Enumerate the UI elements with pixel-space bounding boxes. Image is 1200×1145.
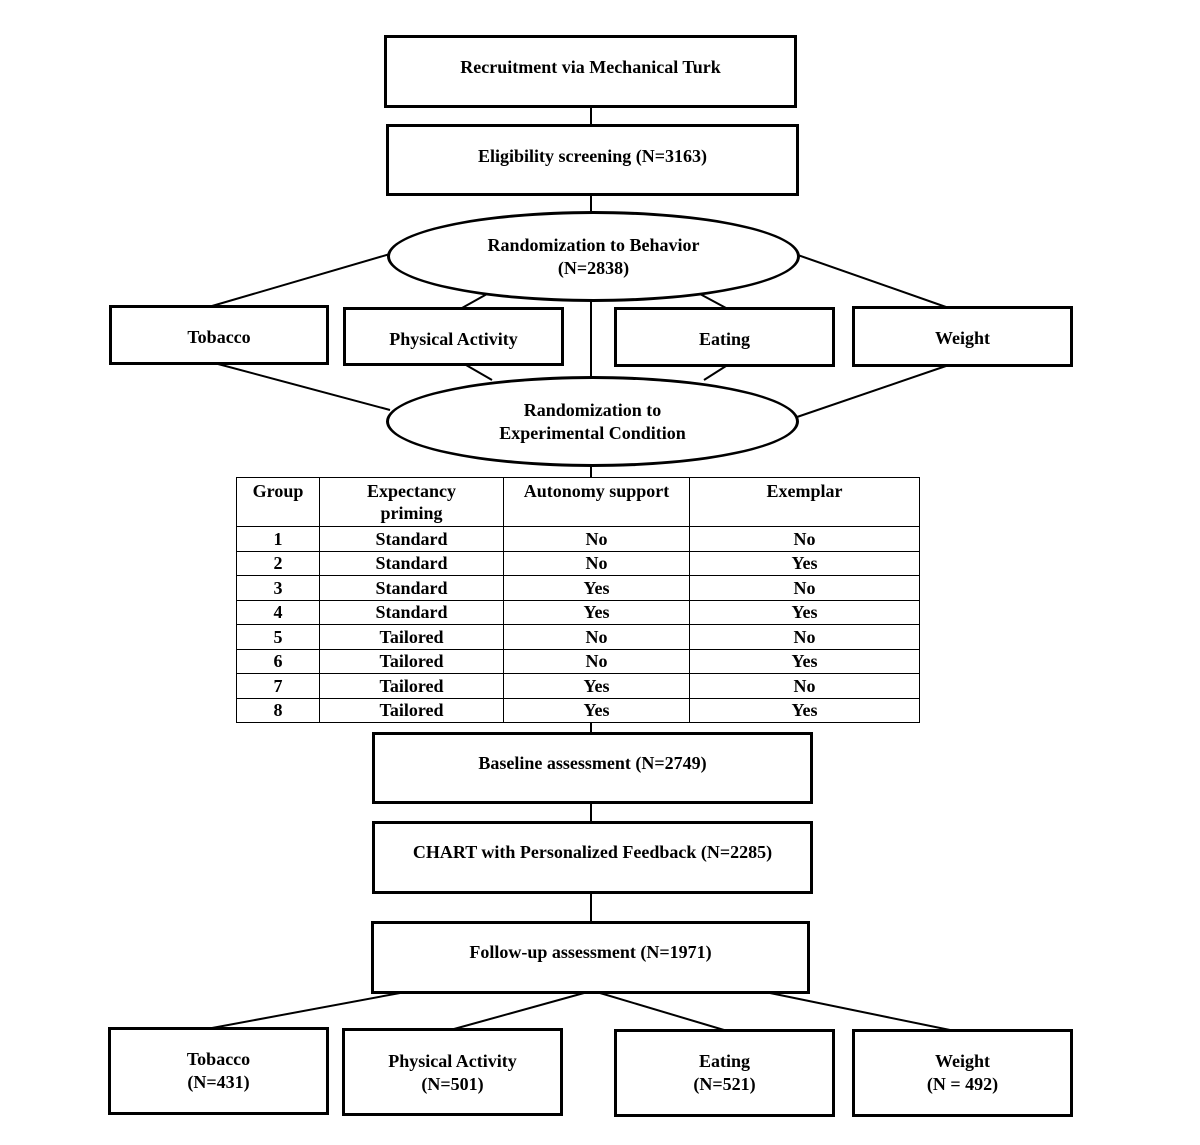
randomization-behavior-line2: (N=2838) [557,257,630,278]
behavior-label-weight: Weight [934,328,990,348]
table-row: 2 Standard No Yes [236,550,920,576]
cell-exemplar: No [689,526,920,552]
cell-exemplar: No [689,575,920,601]
cell-expectancy: Standard [319,599,504,625]
cell-expectancy: Tailored [319,648,504,674]
cell-autonomy: Yes [503,599,690,625]
cell-group: 4 [236,599,320,625]
cell-exemplar: Yes [689,648,920,674]
connector-physical-randcondition [465,364,493,381]
cell-exemplar: No [689,673,920,699]
cell-autonomy: No [503,550,690,576]
cell-group: 6 [236,648,320,674]
outcome-box-tobacco: Tobacco (N=431) [108,1027,329,1115]
connector-eating-randcondition [703,365,727,381]
outcome-label-physical-activity: Physical Activity [388,1051,517,1071]
recruitment-label: Recruitment via Mechanical Turk [460,57,721,77]
connector-followup-eating [599,992,725,1031]
outcome-box-physical-activity: Physical Activity (N=501) [342,1028,563,1116]
cell-autonomy: No [503,624,690,650]
connector-followup-weight [769,992,951,1031]
chart-feedback-label: CHART with Personalized Feedback (N=2285… [412,842,773,862]
behavior-box-eating: Eating [614,307,835,367]
cell-autonomy: Yes [503,673,690,699]
connector-randbehavior-eating [699,293,727,309]
table-row: 5 Tailored No No [236,624,920,650]
connector-followup-tobacco [211,992,401,1029]
randomization-behavior-ellipse: Randomization to Behavior (N=2838) [387,211,800,302]
table-row: 7 Tailored Yes No [236,673,920,699]
cell-group: 1 [236,526,320,552]
table-header-row: Group Expectancy priming Autonomy suppor… [236,477,920,527]
followup-label: Follow-up assessment (N=1971) [469,942,712,962]
behavior-box-weight: Weight [852,306,1073,367]
table-row: 4 Standard Yes Yes [236,599,920,625]
randomization-behavior-line1: Randomization to Behavior [487,234,700,255]
cell-group: 8 [236,697,320,723]
outcome-n-tobacco: (N=431) [187,1072,250,1092]
cell-expectancy: Tailored [319,673,504,699]
cell-group: 2 [236,550,320,576]
behavior-box-physical-activity: Physical Activity [343,307,564,366]
randomization-condition-line2: Experimental Condition [499,422,686,443]
cell-expectancy: Standard [319,575,504,601]
table-row: 8 Tailored Yes Yes [236,697,920,723]
cell-autonomy: Yes [503,697,690,723]
connector-weight-randcondition [796,365,947,418]
table-row: 3 Standard Yes No [236,575,920,601]
header-exemplar: Exemplar [689,477,920,527]
recruitment-box: Recruitment via Mechanical Turk [384,35,797,108]
cell-expectancy: Standard [319,526,504,552]
cell-autonomy: No [503,526,690,552]
header-autonomy-support: Autonomy support [503,477,690,527]
followup-box: Follow-up assessment (N=1971) [371,921,810,994]
connector-randbehavior-weight [794,253,947,308]
randomization-condition-line1: Randomization to [523,399,662,420]
behavior-label-eating: Eating [698,329,750,349]
eligibility-label: Eligibility screening (N=3163) [478,146,707,166]
chart-feedback-box: CHART with Personalized Feedback (N=2285… [372,821,813,894]
connector-randbehavior-physical [461,293,488,309]
header-expectancy-line1: Expectancy [367,481,456,501]
behavior-label-physical-activity: Physical Activity [389,329,518,349]
behavior-box-tobacco: Tobacco [109,305,329,365]
cell-expectancy: Standard [319,550,504,576]
outcome-label-tobacco: Tobacco [186,1049,251,1069]
behavior-label-tobacco: Tobacco [187,327,251,347]
cell-exemplar: No [689,624,920,650]
table-row: 1 Standard No No [236,526,920,552]
cell-expectancy: Tailored [319,624,504,650]
cell-autonomy: No [503,648,690,674]
outcome-label-eating: Eating [698,1051,750,1071]
cell-autonomy: Yes [503,575,690,601]
eligibility-box: Eligibility screening (N=3163) [386,124,799,196]
baseline-box: Baseline assessment (N=2749) [372,732,813,804]
table-row: 6 Tailored No Yes [236,648,920,674]
cell-group: 7 [236,673,320,699]
cell-exemplar: Yes [689,550,920,576]
randomization-condition-ellipse: Randomization to Experimental Condition [386,376,799,467]
outcome-n-weight: (N = 492) [926,1074,999,1094]
cell-group: 5 [236,624,320,650]
baseline-label: Baseline assessment (N=2749) [478,753,707,773]
group-condition-table: Group Expectancy priming Autonomy suppor… [236,477,920,723]
cell-exemplar: Yes [689,697,920,723]
cell-expectancy: Tailored [319,697,504,723]
connector-followup-physical [453,992,585,1030]
connector-tobacco-randcondition [217,363,391,411]
outcome-n-physical-activity: (N=501) [421,1074,484,1094]
cell-group: 3 [236,575,320,601]
outcome-box-eating: Eating (N=521) [614,1029,835,1117]
cell-exemplar: Yes [689,599,920,625]
header-expectancy-line2: priming [380,503,443,523]
outcome-box-weight: Weight (N = 492) [852,1029,1073,1117]
outcome-label-weight: Weight [934,1051,990,1071]
header-group: Group [236,477,320,527]
outcome-n-eating: (N=521) [693,1074,756,1094]
header-expectancy-priming: Expectancy priming [319,477,504,527]
connector-randbehavior-tobacco [211,253,391,307]
